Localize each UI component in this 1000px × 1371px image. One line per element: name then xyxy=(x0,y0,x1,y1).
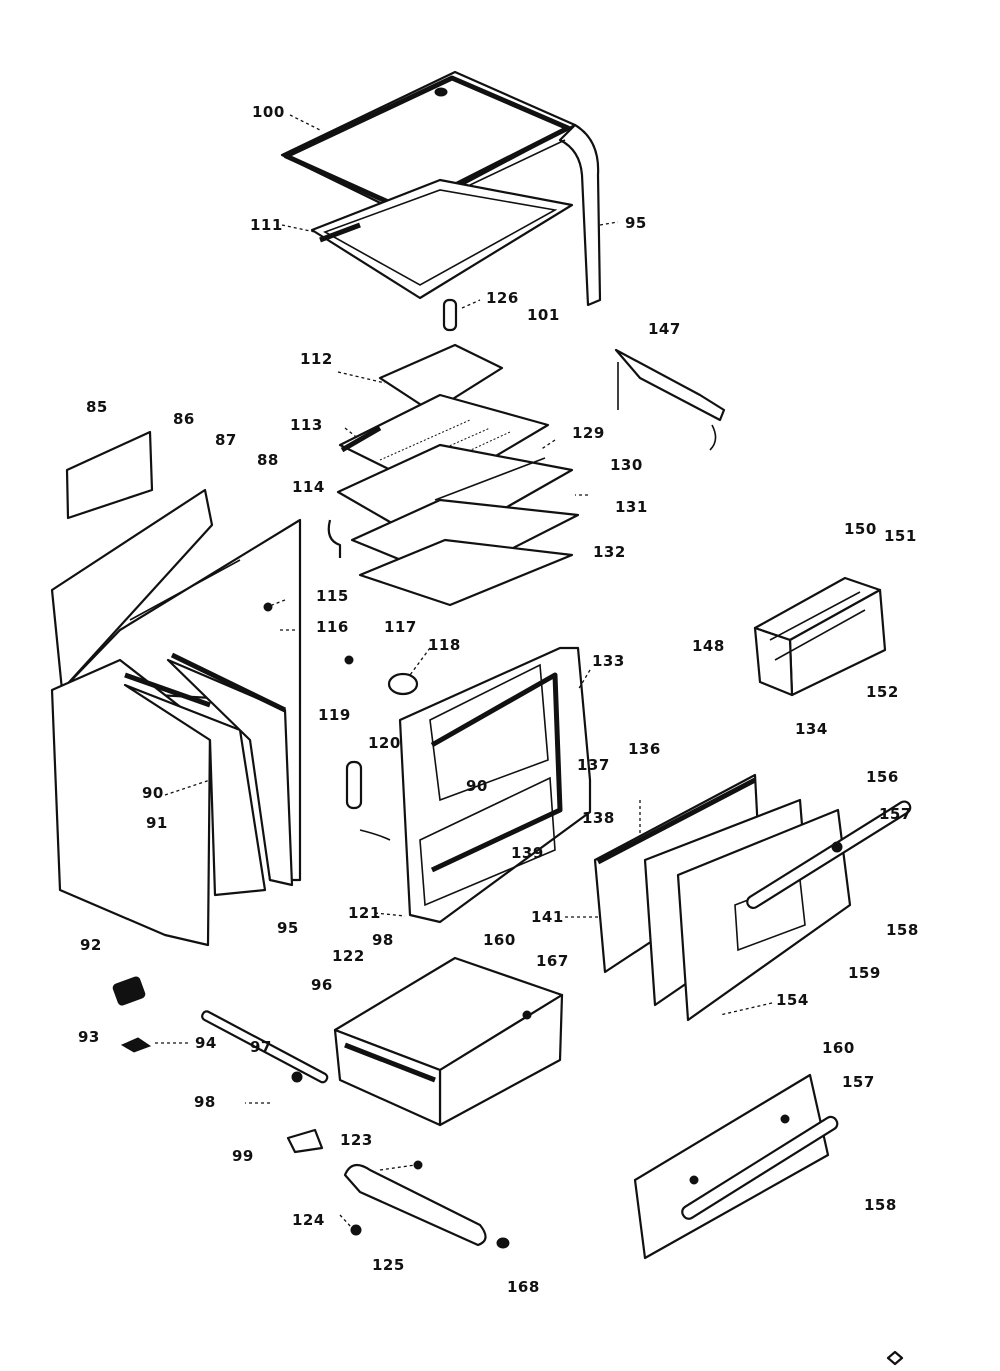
label-129: 129 xyxy=(572,424,605,442)
drip-pan-111 xyxy=(310,178,574,300)
label-122: 122 xyxy=(332,947,365,965)
label-137: 137 xyxy=(577,756,610,774)
element-block xyxy=(753,576,887,697)
label-131: 131 xyxy=(615,498,648,516)
label-123: 123 xyxy=(340,1131,373,1149)
left-side-assembly xyxy=(50,430,419,947)
label-101: 101 xyxy=(527,306,560,324)
label-132: 132 xyxy=(593,543,626,561)
top-cover-100 xyxy=(280,70,602,307)
label-92: 92 xyxy=(80,936,102,954)
label-85: 85 xyxy=(86,398,108,416)
label-160-panel: 160 xyxy=(822,1039,855,1057)
label-152: 152 xyxy=(866,683,899,701)
label-125: 125 xyxy=(372,1256,405,1274)
label-130: 130 xyxy=(610,456,643,474)
label-111: 111 xyxy=(250,216,283,234)
corner-marker xyxy=(886,1350,904,1366)
label-150: 150 xyxy=(844,520,877,538)
label-100: 100 xyxy=(252,103,285,121)
label-147: 147 xyxy=(648,320,681,338)
label-157-panel: 157 xyxy=(842,1073,875,1091)
label-138: 138 xyxy=(582,809,615,827)
label-154: 154 xyxy=(776,991,809,1009)
label-118: 118 xyxy=(428,636,461,654)
label-96: 96 xyxy=(311,976,333,994)
label-168: 168 xyxy=(507,1278,540,1296)
lower-access-panel xyxy=(633,1073,839,1260)
label-87: 87 xyxy=(215,431,237,449)
label-115: 115 xyxy=(316,587,349,605)
label-141: 141 xyxy=(531,908,564,926)
label-119: 119 xyxy=(318,706,351,724)
label-91: 91 xyxy=(146,814,168,832)
label-160-drawer: 160 xyxy=(483,931,516,949)
label-136: 136 xyxy=(628,740,661,758)
label-117: 117 xyxy=(384,618,417,636)
label-86: 86 xyxy=(173,410,195,428)
label-139: 139 xyxy=(511,844,544,862)
label-156: 156 xyxy=(866,768,899,786)
label-126: 126 xyxy=(486,289,519,307)
oven-door-panels xyxy=(593,773,912,1022)
label-112: 112 xyxy=(300,350,333,368)
label-113: 113 xyxy=(290,416,323,434)
storage-drawer xyxy=(333,956,564,1127)
label-95-top: 95 xyxy=(625,214,647,232)
label-88: 88 xyxy=(257,451,279,469)
control-panel-assembly xyxy=(327,298,726,607)
label-98-base: 98 xyxy=(194,1093,216,1111)
label-148: 148 xyxy=(692,637,725,655)
label-133: 133 xyxy=(592,652,625,670)
label-98-door: 98 xyxy=(372,931,394,949)
label-158-panel: 158 xyxy=(864,1196,897,1214)
label-116: 116 xyxy=(316,618,349,636)
part-labels: 100 111 95 126 101 147 112 113 129 130 1… xyxy=(78,103,919,1296)
label-167: 167 xyxy=(536,952,569,970)
label-120: 120 xyxy=(368,734,401,752)
oven-door-frame xyxy=(345,646,592,924)
label-97: 97 xyxy=(250,1038,272,1056)
label-121: 121 xyxy=(348,904,381,922)
small-hardware xyxy=(112,976,510,1249)
label-99: 99 xyxy=(232,1147,254,1165)
label-114: 114 xyxy=(292,478,325,496)
label-158-door: 158 xyxy=(886,921,919,939)
label-90-side: 90 xyxy=(142,784,164,802)
label-93: 93 xyxy=(78,1028,100,1046)
label-94: 94 xyxy=(195,1034,217,1052)
label-157-door: 157 xyxy=(879,805,912,823)
label-151: 151 xyxy=(884,527,917,545)
label-90-door: 90 xyxy=(466,777,488,795)
leader-lines xyxy=(155,114,773,1229)
label-134: 134 xyxy=(795,720,828,738)
label-159: 159 xyxy=(848,964,881,982)
label-124: 124 xyxy=(292,1211,325,1229)
label-95-side: 95 xyxy=(277,919,299,937)
